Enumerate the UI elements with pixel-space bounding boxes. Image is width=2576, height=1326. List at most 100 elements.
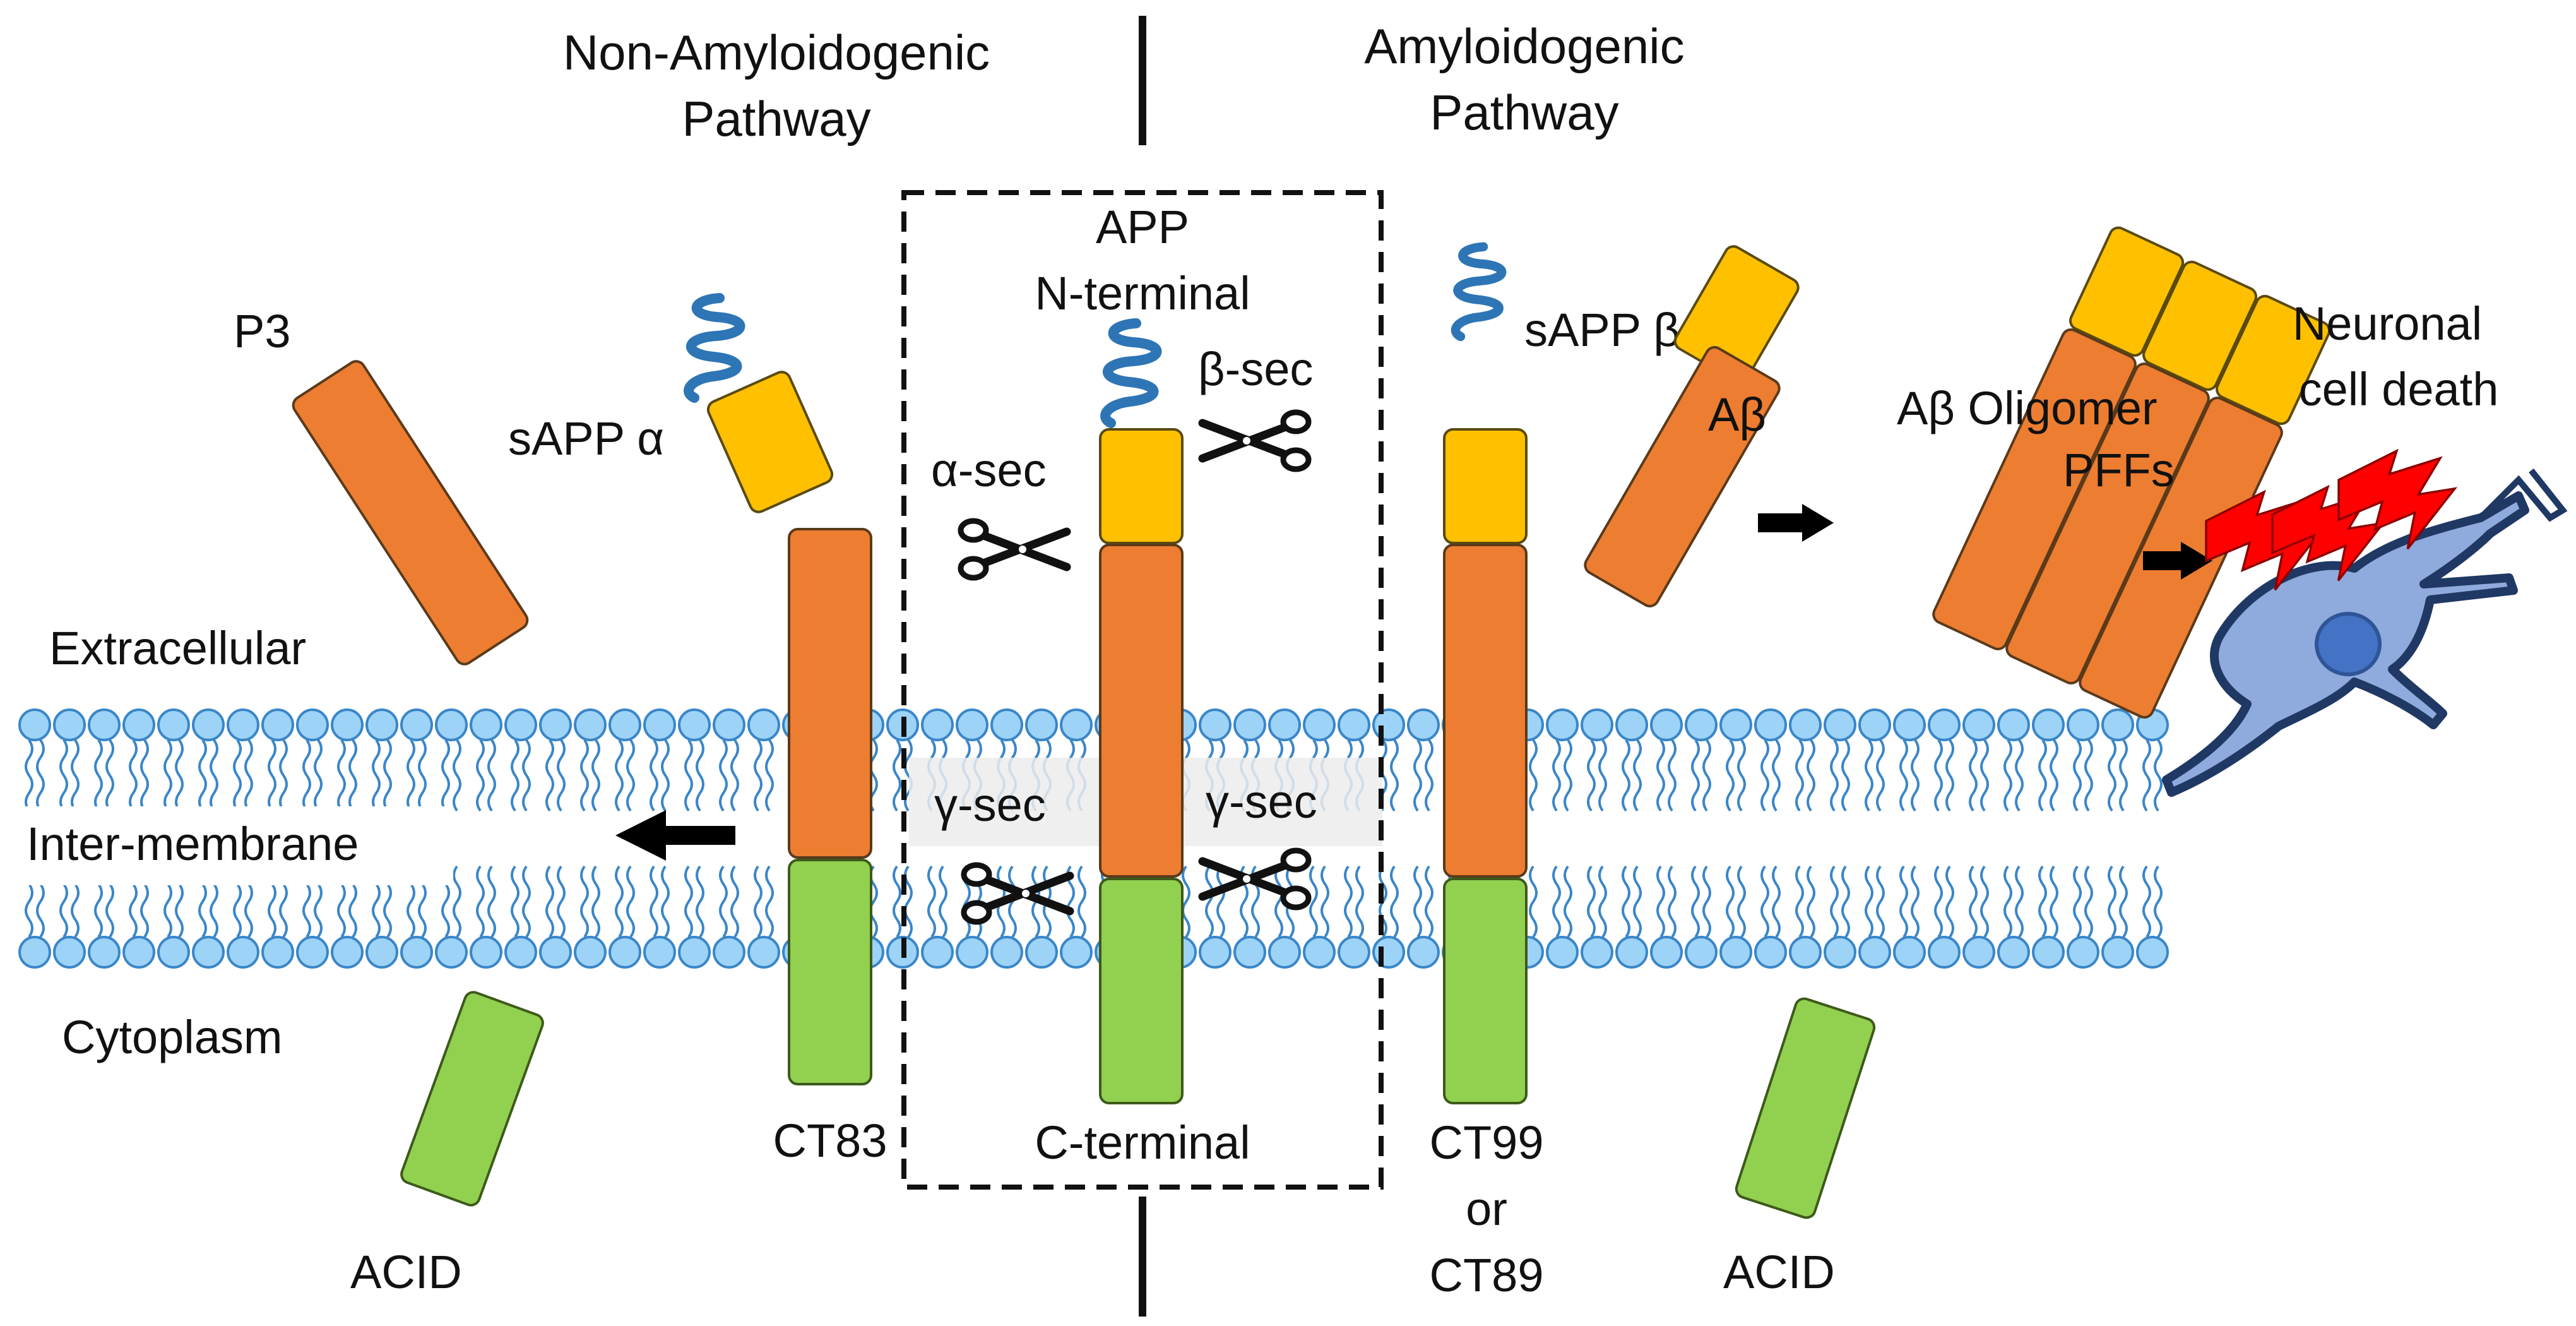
lipid-head [1060,708,1093,741]
lipid-tail [2108,739,2116,812]
lipid-head [2067,936,2099,969]
alpha-helix-icon-app [1105,323,1156,423]
lipid-tail [105,739,114,812]
lipid-tail [1344,865,1353,938]
lipid-tail [580,739,589,812]
lipid-tail [1622,739,1630,812]
lipid-tail [1807,865,1815,938]
lipid-tail [893,865,901,938]
lipid-tail [1668,865,1677,938]
lipid-tail [1529,739,1538,812]
lipid-tail [476,739,485,812]
lipid-tail [407,739,415,812]
lipid-tail [1876,739,1885,812]
lipid-tail [1587,865,1596,938]
lipid-tail [511,865,519,938]
lipid-tail [418,739,427,812]
lipid-tail [1182,865,1190,938]
lipid-head [1199,936,1232,969]
lipid-head [921,936,954,969]
lipid-head [18,936,51,969]
lipid-tail [1980,865,1989,938]
lipid-tail [545,739,554,812]
lipid-head [574,708,607,741]
abeta-monomer [1584,346,1781,607]
lipid-head [1962,936,1995,969]
lipid-head [1199,708,1232,741]
lipid-head [1858,936,1891,969]
lipid-tail [1772,739,1781,812]
region-extracellular: Extracellular [49,622,306,674]
lipid-tail [522,865,531,938]
lipid-tail [1899,865,1908,938]
lipid-tail [1865,865,1873,938]
lipid-tail [1934,739,1943,812]
lipid-tail [1865,739,1873,812]
lipid-head [2101,708,2134,741]
label-sapp-alpha: sAPP α [508,412,664,465]
lipid-head [1962,708,1995,741]
lipid-tail [129,739,138,812]
lipid-tail [2119,739,2128,812]
lipid-tail [1425,739,1433,812]
lipid-head [122,936,155,969]
lipid-tail [487,739,496,812]
lipid-head [1893,708,1926,741]
lipid-tail [661,739,670,812]
lipid-head [1546,936,1579,969]
lipid-tail [1321,865,1329,938]
lipid-head [2032,708,2065,741]
ct83-orange-segment [788,528,872,859]
lipid-tail [453,739,461,812]
lipid-head [504,936,537,969]
lipid-tail [1598,865,1607,938]
lipid-tail [244,739,253,812]
lipid-tail [1413,865,1422,938]
lipid-head [1997,936,2030,969]
lipid-head [227,936,259,969]
lipid-tail [1390,865,1399,938]
scissors-icon-alpha-sec [961,521,1067,578]
lipid-head [1824,936,1856,969]
lipid-head [608,936,641,969]
lipid-tail [2038,865,2047,938]
lipid-tail [1216,865,1225,938]
lipid-head [1754,708,1787,741]
lipid-tail [94,739,103,812]
lipid-tail [2119,865,2128,938]
arrow-icon-left [615,810,735,861]
lipid-tail [626,739,635,812]
ct83-green-segment [788,859,872,1085]
lipid-tail [2015,865,2024,938]
lipid-tail [684,865,693,938]
lipid-tail [1205,865,1214,938]
lipid-head [643,708,676,741]
lipid-tail [719,739,728,812]
lipid-tail [314,739,323,812]
lipid-head [1824,708,1856,741]
lipid-tail [650,865,658,938]
lipid-head [1789,708,1822,741]
label-ct89: CT89 [1430,1249,1544,1301]
lipid-tail [1795,865,1804,938]
lipid-head [1233,708,1266,741]
lipid-tail [615,739,624,812]
alpha-helix-icon-sapp-alpha [689,298,740,398]
lipid-tail [1726,739,1735,812]
lipid-tail [939,865,947,938]
lipid-tail [927,865,936,938]
lipid-tail [1945,739,1954,812]
acid-fragment-right [1735,997,1876,1219]
lipid-tail [893,739,901,812]
lipid-tail [2003,739,2012,812]
lipid-head [1719,708,1752,741]
region-inter-membrane: Inter-membrane [27,818,359,870]
arrow-icon-to-neuron [2143,542,2212,580]
lipid-tail [348,739,357,812]
label-ct83: CT83 [773,1114,887,1167]
lipid-tail [615,865,624,938]
lipid-head [88,708,121,741]
neuron-icon [2162,468,2568,797]
lipid-tail [580,865,589,938]
